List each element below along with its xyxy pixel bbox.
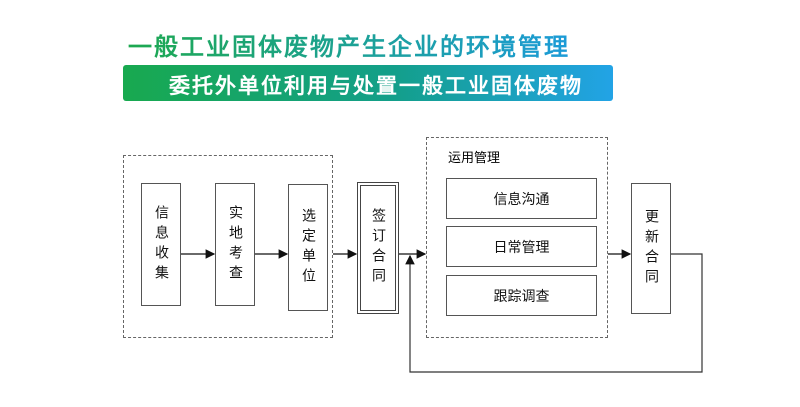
management-group xyxy=(426,137,608,338)
selection-group xyxy=(123,155,333,338)
subtitle-banner: 委托外单位利用与处置一般工业固体废物 xyxy=(123,65,613,101)
main-title: 一般工业固体废物产生企业的环境管理 xyxy=(128,27,570,62)
mgmt-info-communication: 信息沟通 xyxy=(446,178,597,219)
mgmt-daily-management: 日常管理 xyxy=(446,226,597,267)
step-sign-contract: 签订合同 xyxy=(357,182,399,314)
subtitle-text: 委托外单位利用与处置一般工业固体废物 xyxy=(169,74,583,98)
step-renew-contract: 更新合同 xyxy=(631,183,671,314)
management-label: 运用管理 xyxy=(448,151,501,166)
step-info-collection: 信息收集 xyxy=(141,183,181,306)
feedback-loop-arrow xyxy=(405,253,703,373)
mgmt-tracking-investigation: 跟踪调查 xyxy=(446,275,597,316)
step-select-unit: 选定单位 xyxy=(288,184,328,311)
step-site-inspection: 实地考查 xyxy=(215,183,255,306)
